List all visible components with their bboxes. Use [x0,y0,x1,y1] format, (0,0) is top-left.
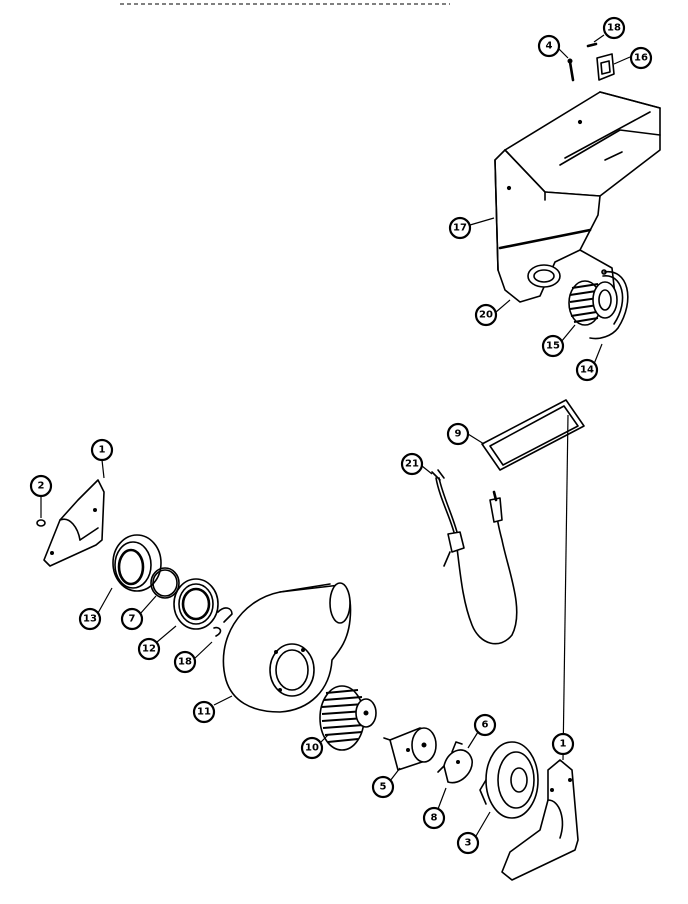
callout-5-label: 5 [380,782,387,793]
callout-14-label: 14 [580,365,594,376]
clip-part-top [586,42,598,48]
callout-1-right-label: 1 [560,739,567,750]
callout-9: 9 [446,422,470,446]
power-cord [431,469,518,645]
filter-gasket [481,399,585,471]
callout-17: 17 [448,216,472,240]
bracket-right [501,759,579,881]
callout-10: 10 [300,736,324,760]
callout-8-label: 8 [431,813,438,824]
callout-9-label: 9 [455,429,462,440]
callout-11-label: 11 [197,707,211,718]
screw-part [567,58,575,82]
callout-16: 16 [629,46,653,70]
leader-lines [40,34,631,837]
ribbed-coupling [568,280,618,326]
o-ring [150,567,180,599]
callout-4-label: 4 [546,41,553,52]
callout-7-label: 7 [129,614,136,625]
blower-wheel [319,685,377,751]
motor-end-cap [479,741,539,819]
callout-18-mid: 18 [173,650,197,674]
callout-2: 2 [29,474,53,498]
clamp-ring [589,269,629,340]
callout-15: 15 [541,334,565,358]
duct-housing [494,91,661,303]
bracket-left [43,479,105,567]
callout-13: 13 [78,607,102,631]
callout-20: 20 [474,303,498,327]
callout-1-left-label: 1 [99,445,106,456]
callout-2-label: 2 [38,481,45,492]
plate-part-top [596,53,615,81]
callout-10-label: 10 [305,743,319,754]
callout-18-top: 18 [602,16,626,40]
callout-1-right-bubble: 1 [551,732,575,756]
clip-part-mid [213,607,233,637]
callout-18-mid-label: 18 [178,657,192,668]
callout-17-label: 17 [453,223,467,234]
callout-3: 3 [456,831,480,855]
callout-6: 6 [473,713,497,737]
motor-part [383,727,437,771]
callout-16-label: 16 [634,53,648,64]
washer-part [36,519,46,527]
flange-ring [173,578,219,630]
motor-mount [437,741,473,784]
callout-8: 8 [422,806,446,830]
callout-12: 12 [137,637,161,661]
blower-housing [222,582,352,713]
callout-4: 4 [537,34,561,58]
callout-1-left: 1 [90,438,114,462]
callout-3-label: 3 [465,838,472,849]
callout-18-top-label: 18 [607,23,621,34]
callout-11: 11 [192,700,216,724]
inlet-ring [112,534,162,592]
callout-12-label: 12 [142,644,156,655]
callout-13-label: 13 [83,614,97,625]
callout-14: 14 [575,358,599,382]
callout-15-label: 15 [546,341,560,352]
callout-5: 5 [371,775,395,799]
callout-7: 7 [120,607,144,631]
callout-21-label: 21 [405,459,419,470]
callout-21: 21 [400,452,424,476]
callout-6-label: 6 [482,720,489,731]
callout-20-label: 20 [479,310,493,321]
